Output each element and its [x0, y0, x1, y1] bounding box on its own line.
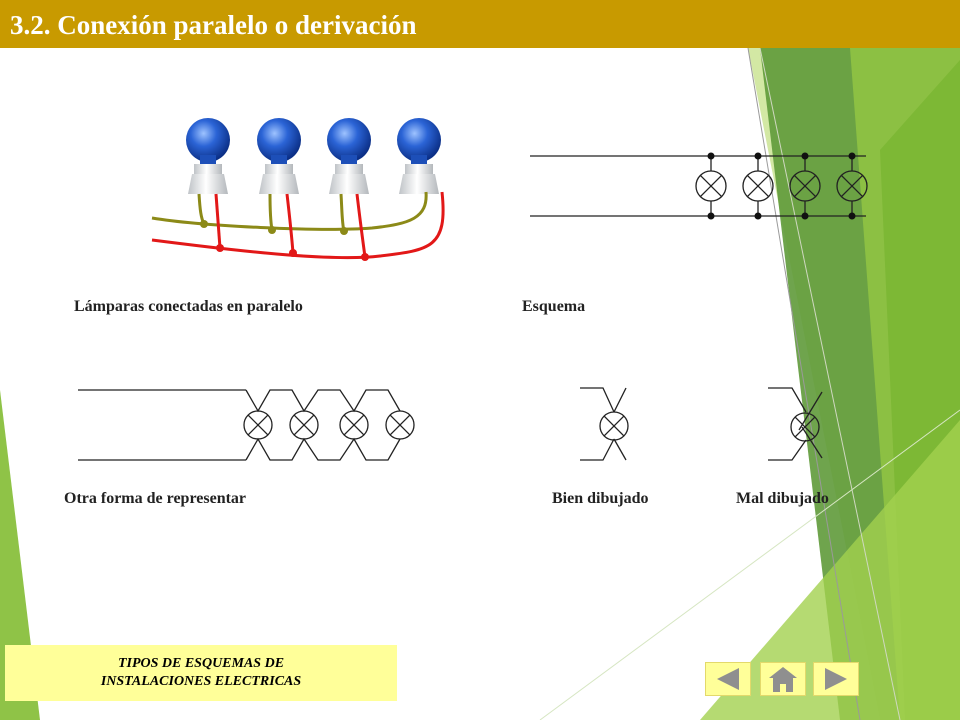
- header-bar: 3.2. Conexión paralelo o derivación: [0, 0, 960, 48]
- lamp-symbol: [836, 156, 868, 216]
- previous-button[interactable]: [705, 662, 751, 696]
- page-title: 3.2. Conexión paralelo o derivación: [10, 10, 417, 40]
- good-drawing: [580, 387, 629, 461]
- next-arrow-icon: [825, 668, 847, 690]
- scheme-label: Esquema: [522, 298, 586, 315]
- other-representation-label: Otra forma de representar: [64, 490, 247, 507]
- lamp-symbol: [289, 410, 319, 440]
- good-drawing-label: Bien dibujado: [552, 490, 649, 507]
- lamps-label: Lámparas conectadas en paralelo: [74, 298, 303, 315]
- section-link-line2: INSTALACIONES ELECTRICAS: [100, 674, 302, 689]
- lamp-bulb: [327, 118, 371, 194]
- lamp-symbol: [339, 410, 369, 440]
- lamp-bulb: [257, 118, 301, 194]
- home-icon: [769, 667, 797, 692]
- section-link-box[interactable]: TIPOS DE ESQUEMAS DE INSTALACIONES ELECT…: [5, 645, 397, 701]
- section-link-line1: TIPOS DE ESQUEMAS DE: [117, 656, 285, 671]
- lamp-symbol: [385, 410, 415, 440]
- lamp-symbol: [243, 410, 273, 440]
- next-button[interactable]: [813, 662, 859, 696]
- home-button[interactable]: [760, 662, 806, 696]
- lamp-bulb: [186, 118, 230, 194]
- previous-arrow-icon: [717, 668, 739, 690]
- bad-drawing-label: Mal dibujado: [736, 490, 829, 507]
- bad-drawing: [768, 387, 823, 461]
- lamp-bulb: [397, 118, 441, 194]
